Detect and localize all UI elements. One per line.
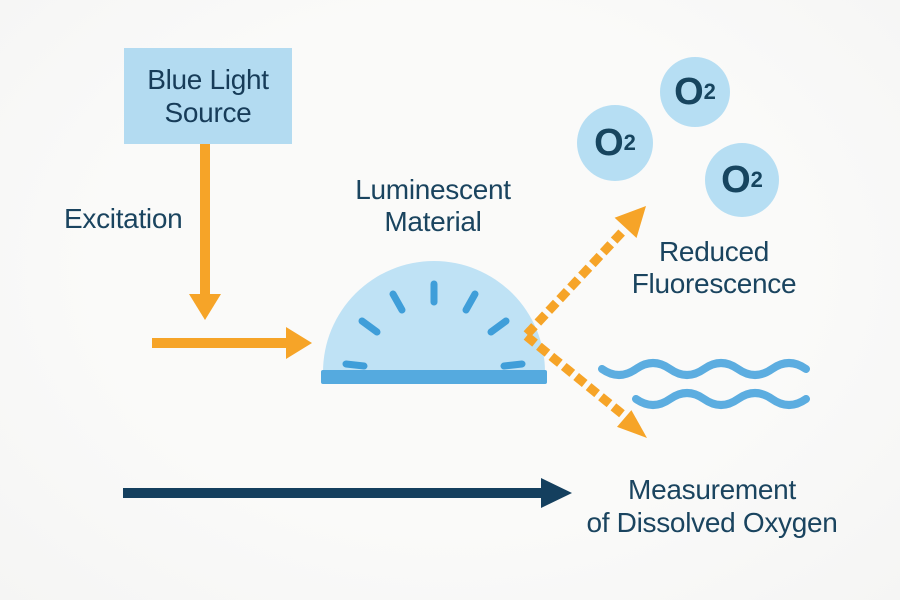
reduced-fluorescence-line2: Fluorescence <box>631 268 797 299</box>
measurement-arrow-icon <box>123 478 572 508</box>
reduced-fluorescence-label: Reduced Fluorescence <box>604 236 824 300</box>
oxygen-symbol: O <box>721 158 751 201</box>
reduced-fluorescence-line1: Reduced <box>659 236 769 267</box>
luminescent-material-dome <box>321 261 547 384</box>
dome-gauge-ticks <box>342 280 526 370</box>
dome-base-bar <box>321 370 547 384</box>
luminescent-material-line2: Material <box>384 206 482 237</box>
excitation-label: Excitation <box>64 203 183 234</box>
oxygen-symbol: O <box>594 121 624 164</box>
measurement-line1: Measurement <box>628 474 796 505</box>
luminescent-material-label: Luminescent Material <box>333 174 533 238</box>
blue-light-source-box: Blue Light Source <box>124 48 292 144</box>
water-waves-icon <box>598 359 810 409</box>
excitation-down-arrow-icon <box>189 142 221 320</box>
luminescent-material-line1: Luminescent <box>355 174 511 205</box>
excitation-right-arrow-icon <box>152 327 312 359</box>
oxygen-symbol: O <box>674 70 704 113</box>
fluorescence-down-arrow-icon <box>523 332 647 438</box>
blue-light-source-line1: Blue Light <box>147 64 269 95</box>
blue-light-source-line2: Source <box>164 97 252 128</box>
fluorescence-up-arrow-icon <box>523 206 646 338</box>
measurement-label: Measurement of Dissolved Oxygen <box>562 473 862 539</box>
measurement-line2: of Dissolved Oxygen <box>586 507 838 538</box>
